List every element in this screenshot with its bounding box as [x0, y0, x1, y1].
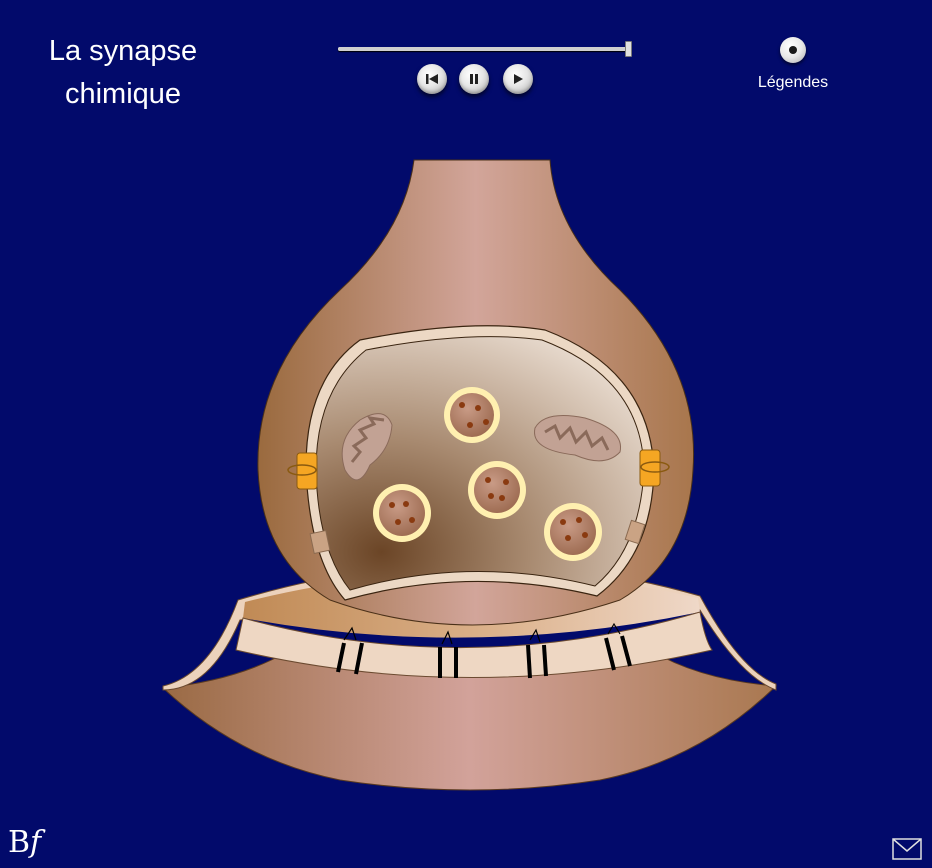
progress-fill: [338, 47, 628, 51]
envelope-icon: [892, 838, 922, 860]
progress-handle[interactable]: [625, 41, 632, 57]
mitochondrion-left: [341, 413, 393, 481]
play-button[interactable]: [503, 64, 533, 94]
pause-icon: [470, 74, 478, 84]
page-title: La synapse chimique: [18, 30, 228, 116]
legend-toggle[interactable]: [780, 37, 806, 63]
pause-button[interactable]: [459, 64, 489, 94]
receptor: [438, 630, 458, 678]
calcium-channel-left: [287, 452, 318, 490]
legend-label: Légendes: [757, 74, 829, 91]
play-icon: [514, 74, 523, 84]
vesicle: [444, 387, 500, 443]
receptor: [526, 628, 548, 679]
logo-letter: B: [8, 825, 31, 860]
brand-logo: Bf: [8, 826, 41, 860]
progress-slider[interactable]: [338, 41, 632, 57]
receptor: [604, 622, 632, 671]
contact-button[interactable]: [892, 838, 922, 865]
legend-radio-dot: [789, 46, 797, 54]
mitochondrion-right: [534, 415, 622, 462]
vesicle: [373, 484, 431, 542]
title-line-1: La synapse: [48, 35, 198, 67]
vesicle: [544, 503, 602, 561]
restart-button[interactable]: [417, 64, 447, 94]
title-line-2: chimique: [64, 78, 182, 110]
receptor: [336, 626, 364, 675]
calcium-channel-right: [639, 449, 670, 487]
logo-script: f: [30, 825, 42, 860]
skip-back-icon: [426, 74, 438, 84]
vesicle: [468, 461, 526, 519]
